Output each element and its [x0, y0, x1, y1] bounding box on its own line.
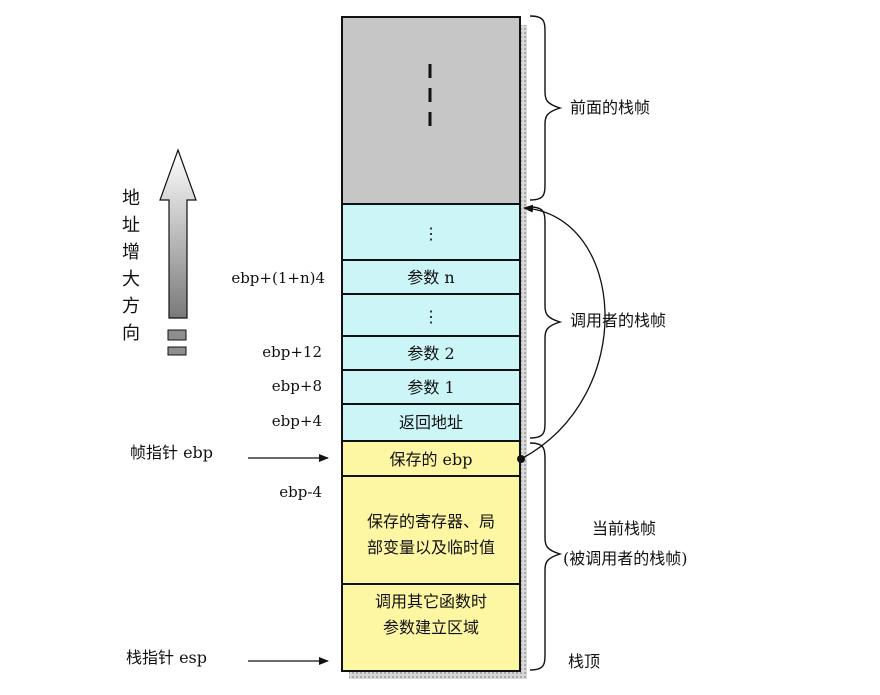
- saved-ebp-link-arrow: [520, 204, 606, 460]
- caller-cell-vdots-top: [341, 203, 521, 261]
- stack-shadow: [520, 25, 527, 679]
- address-dir-char-5: 方: [122, 296, 140, 317]
- label-caller-frame: 调用者的栈帧: [570, 311, 666, 330]
- caller-cell-param-n: [341, 259, 521, 295]
- vdots-top: ⋮: [423, 224, 439, 243]
- saved-ebp-label: 保存的 ebp: [389, 450, 472, 469]
- saved-regs-line1: 保存的寄存器、局: [367, 512, 495, 531]
- saved-regs-line2: 部变量以及临时值: [367, 538, 495, 557]
- offset-ebp-12: ebp+12: [262, 343, 322, 361]
- label-current-frame-line1: 当前栈帧: [592, 519, 656, 538]
- return-address-label: 返回地址: [399, 413, 463, 432]
- label-previous-frame: 前面的栈帧: [570, 98, 650, 117]
- offset-ebp-4: ebp+4: [272, 412, 322, 430]
- address-dir-char-2: 址: [122, 215, 140, 236]
- brace-current-frame: [529, 442, 563, 671]
- current-frame: 保存的 ebp 保存的寄存器、局 部变量以及临时值 调用其它函数时 参数建立区域: [341, 440, 521, 672]
- address-up-arrow-icon: [159, 148, 197, 356]
- vdots-mid: ⋮: [423, 307, 439, 326]
- address-dir-char-1: 地: [122, 188, 140, 209]
- param-2-label: 参数 2: [407, 344, 454, 363]
- args-area-line2: 参数建立区域: [383, 618, 479, 637]
- brace-previous-frame: [529, 15, 563, 201]
- label-current-frame-line2: (被调用者的栈帧): [563, 549, 688, 568]
- param-1-label: 参数 1: [407, 378, 454, 397]
- args-area-line1: 调用其它函数时: [375, 592, 487, 611]
- param-n-label: 参数 n: [407, 268, 454, 287]
- current-cell-args-area: [341, 583, 521, 672]
- previous-frame-block: [341, 16, 521, 205]
- address-dir-char-6: 向: [122, 323, 140, 344]
- label-stack-top: 栈顶: [568, 652, 600, 671]
- offset-ebp-8: ebp+8: [272, 377, 322, 395]
- caller-frame: ⋮ 参数 n ⋮ 参数 2 参数 1 返回地址: [341, 203, 521, 442]
- stack-pointer-label: 栈指针 esp: [126, 648, 207, 667]
- address-dir-char-4: 大: [122, 269, 140, 290]
- offset-ebp-minus-4: ebp-4: [279, 483, 322, 501]
- stack-shadow-bottom: [349, 671, 527, 679]
- offset-ebp-1n-4: ebp+(1+n)4: [231, 269, 325, 287]
- brace-caller-frame: [529, 206, 563, 439]
- frame-pointer-label: 帧指针 ebp: [130, 443, 213, 462]
- caller-cell-vdots-mid: [341, 293, 521, 337]
- current-cell-saved-regs: [341, 475, 521, 585]
- address-dir-char-3: 增: [122, 242, 140, 263]
